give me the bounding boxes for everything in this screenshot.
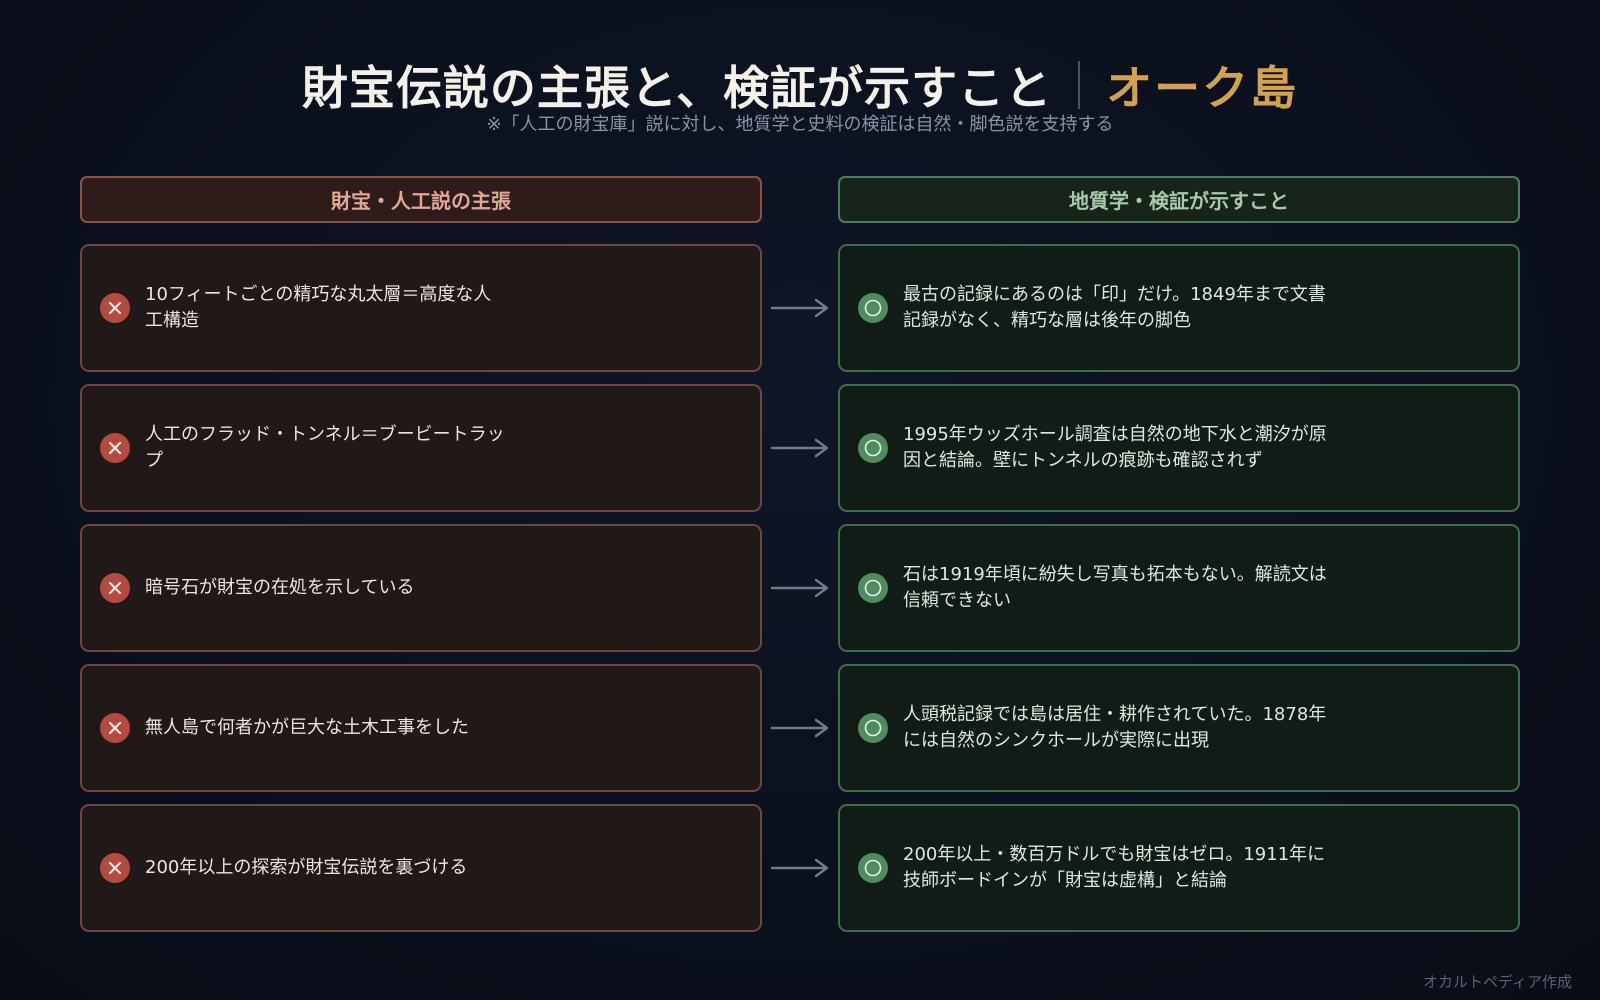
comparison-row: 無人島で何者かが巨大な土木工事をした 人頭税記録では島は居住・耕作されていた。1…	[0, 664, 1600, 792]
claim-text: 200年以上の探索が財宝伝説を裏づける	[145, 857, 468, 878]
circle-check-icon	[858, 293, 888, 323]
comparison-row: 暗号石が財宝の在処を示している 石は1919年頃に紛失し写真も拓本もない。解読文…	[0, 524, 1600, 652]
circle-check-icon	[858, 433, 888, 463]
fact-card: 最古の記録にあるのは「印」だけ。1849年まで文書記録がなく、精巧な層は後年の脚…	[838, 244, 1520, 372]
circle-check-icon	[858, 853, 888, 883]
comparison-row: 200年以上の探索が財宝伝説を裏づける 200年以上・数百万ドルでも財宝はゼロ。…	[0, 804, 1600, 932]
page-header: 財宝伝説の主張と、検証が示すこと オーク島	[0, 52, 1600, 118]
claim-text: 10フィートごとの精巧な丸太層＝高度な人工構造	[145, 284, 492, 331]
footer-credit: オカルトペディア作成	[1423, 973, 1572, 991]
circle-check-icon	[858, 573, 888, 603]
fact-card: 石は1919年頃に紛失し写真も拓本もない。解読文は信頼できない	[838, 524, 1520, 652]
claim-card: 暗号石が財宝の在処を示している	[80, 524, 762, 652]
title-divider	[1078, 61, 1081, 109]
x-mark-icon	[100, 293, 130, 323]
fact-card: 人頭税記録では島は居住・耕作されていた。1878年には自然のシンクホールが実際に…	[838, 664, 1520, 792]
claim-card: 無人島で何者かが巨大な土木工事をした	[80, 664, 762, 792]
claim-text: 無人島で何者かが巨大な土木工事をした	[145, 717, 469, 738]
comparison-row: 10フィートごとの精巧な丸太層＝高度な人工構造 最古の記録にあるのは「印」だけ。…	[0, 244, 1600, 372]
arrow-right-icon	[770, 438, 829, 458]
fact-text: 最古の記録にあるのは「印」だけ。1849年まで文書記録がなく、精巧な層は後年の脚…	[903, 284, 1326, 331]
page-title-accent: オーク島	[1106, 61, 1299, 115]
x-mark-icon	[100, 853, 130, 883]
arrow-right-icon	[770, 718, 829, 738]
fact-text: 人頭税記録では島は居住・耕作されていた。1878年には自然のシンクホールが実際に…	[903, 704, 1327, 751]
circle-check-icon	[858, 713, 888, 743]
claim-card: 200年以上の探索が財宝伝説を裏づける	[80, 804, 762, 932]
claim-card: 10フィートごとの精巧な丸太層＝高度な人工構造	[80, 244, 762, 372]
arrow-right-icon	[770, 298, 829, 318]
arrow-right-icon	[770, 578, 829, 598]
fact-text: 石は1919年頃に紛失し写真も拓本もない。解読文は信頼できない	[903, 564, 1327, 611]
fact-card: 1995年ウッズホール調査は自然の地下水と潮汐が原因と結論。壁にトンネルの痕跡も…	[838, 384, 1520, 512]
page-title: 財宝伝説の主張と、検証が示すこと	[301, 61, 1053, 115]
claims-column-heading: 財宝・人工説の主張	[80, 176, 762, 223]
x-mark-icon	[100, 573, 130, 603]
x-mark-icon	[100, 713, 130, 743]
fact-text: 1995年ウッズホール調査は自然の地下水と潮汐が原因と結論。壁にトンネルの痕跡も…	[903, 424, 1327, 471]
x-mark-icon	[100, 433, 130, 463]
arrow-right-icon	[770, 858, 829, 878]
page-subtitle: ※「人工の財宝庫」説に対し、地質学と史料の検証は自然・脚色説を支持する	[486, 114, 1114, 135]
fact-text: 200年以上・数百万ドルでも財宝はゼロ。1911年に技師ボードインが「財宝は虚構…	[903, 844, 1326, 891]
claim-text: 人工のフラッド・トンネル＝ブービートラップ	[145, 424, 505, 471]
claim-card: 人工のフラッド・トンネル＝ブービートラップ	[80, 384, 762, 512]
comparison-row: 人工のフラッド・トンネル＝ブービートラップ 1995年ウッズホール調査は自然の地…	[0, 384, 1600, 512]
claim-text: 暗号石が財宝の在処を示している	[145, 577, 415, 598]
facts-column-heading: 地質学・検証が示すこと	[838, 176, 1520, 223]
fact-card: 200年以上・数百万ドルでも財宝はゼロ。1911年に技師ボードインが「財宝は虚構…	[838, 804, 1520, 932]
